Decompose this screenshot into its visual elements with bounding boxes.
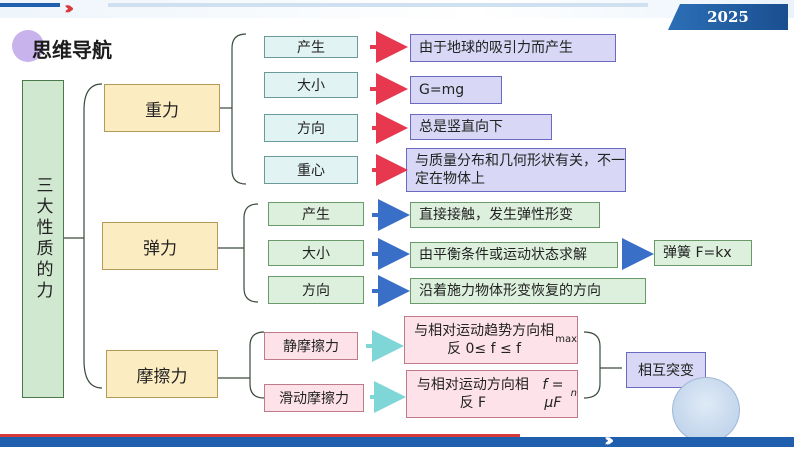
gravity-key-cause: 产生 — [264, 36, 358, 58]
footer-red-line — [0, 434, 520, 437]
mascot-avatar-icon — [672, 377, 740, 443]
gravity-value-cause: 由于地球的吸引力而产生 — [410, 34, 616, 62]
elastic-key-direction: 方向 — [268, 276, 364, 304]
gravity-key-magnitude: 大小 — [264, 72, 358, 98]
friction-value-static-text: 与相对运动趋势方向相反 0≤ f ≤ f — [414, 323, 555, 357]
gravity-value-direction: 总是竖直向下 — [410, 114, 552, 140]
header-stripe — [0, 3, 60, 7]
gravity-value-center: 与质量分布和几何形状有关，不一定在物体上 — [406, 148, 626, 192]
friction-brace — [249, 331, 265, 399]
friction-key-kinetic: 滑动摩擦力 — [264, 384, 364, 412]
friction-value-kinetic-text: 与相对运动方向相反 F — [416, 377, 529, 411]
category-gravity: 重力 — [104, 84, 220, 132]
root-label: 三大性质的力 — [32, 176, 53, 302]
footer-bar — [0, 437, 794, 447]
friction-key-static: 静摩擦力 — [264, 332, 358, 360]
elastic-key-cause: 产生 — [268, 202, 364, 226]
gravity-key-center: 重心 — [264, 156, 358, 184]
category-friction: 摩擦力 — [106, 350, 218, 398]
root-node: 三大性质的力 — [22, 80, 64, 398]
gravity-value-magnitude: G=mg — [410, 76, 502, 104]
page-title: 思维导航 — [32, 38, 112, 62]
elastic-value-spring: 弹簧 F=kx — [654, 240, 752, 266]
root-brace — [83, 83, 103, 389]
elastic-brace — [243, 203, 259, 303]
year-text: 2025 — [707, 8, 749, 26]
title-circle-icon — [12, 30, 44, 62]
friction-relation: 相互突变 — [626, 352, 706, 388]
gravity-key-direction: 方向 — [264, 114, 358, 142]
friction-value-kinetic-sub: n — [570, 388, 577, 399]
friction-value-static-sub: max — [555, 334, 577, 345]
friction-value-kinetic: 与相对运动方向相反 F f = μF n — [406, 370, 578, 418]
friction-value-kinetic-formula: f = μF — [542, 377, 564, 411]
elastic-value-magnitude: 由平衡条件或运动状态求解 — [410, 242, 618, 268]
category-elastic: 弹力 — [102, 222, 218, 270]
friction-right-brace — [583, 331, 601, 399]
year-badge: 2025 — [668, 4, 788, 30]
header-stripe-long — [108, 3, 648, 7]
elastic-key-magnitude: 大小 — [268, 240, 364, 266]
footer-chevron-icon: ››› — [604, 430, 615, 451]
elastic-value-direction: 沿着施力物体形变恢复的方向 — [410, 278, 646, 304]
elastic-value-cause: 直接接触，发生弹性形变 — [410, 202, 600, 228]
gravity-brace — [231, 33, 247, 185]
